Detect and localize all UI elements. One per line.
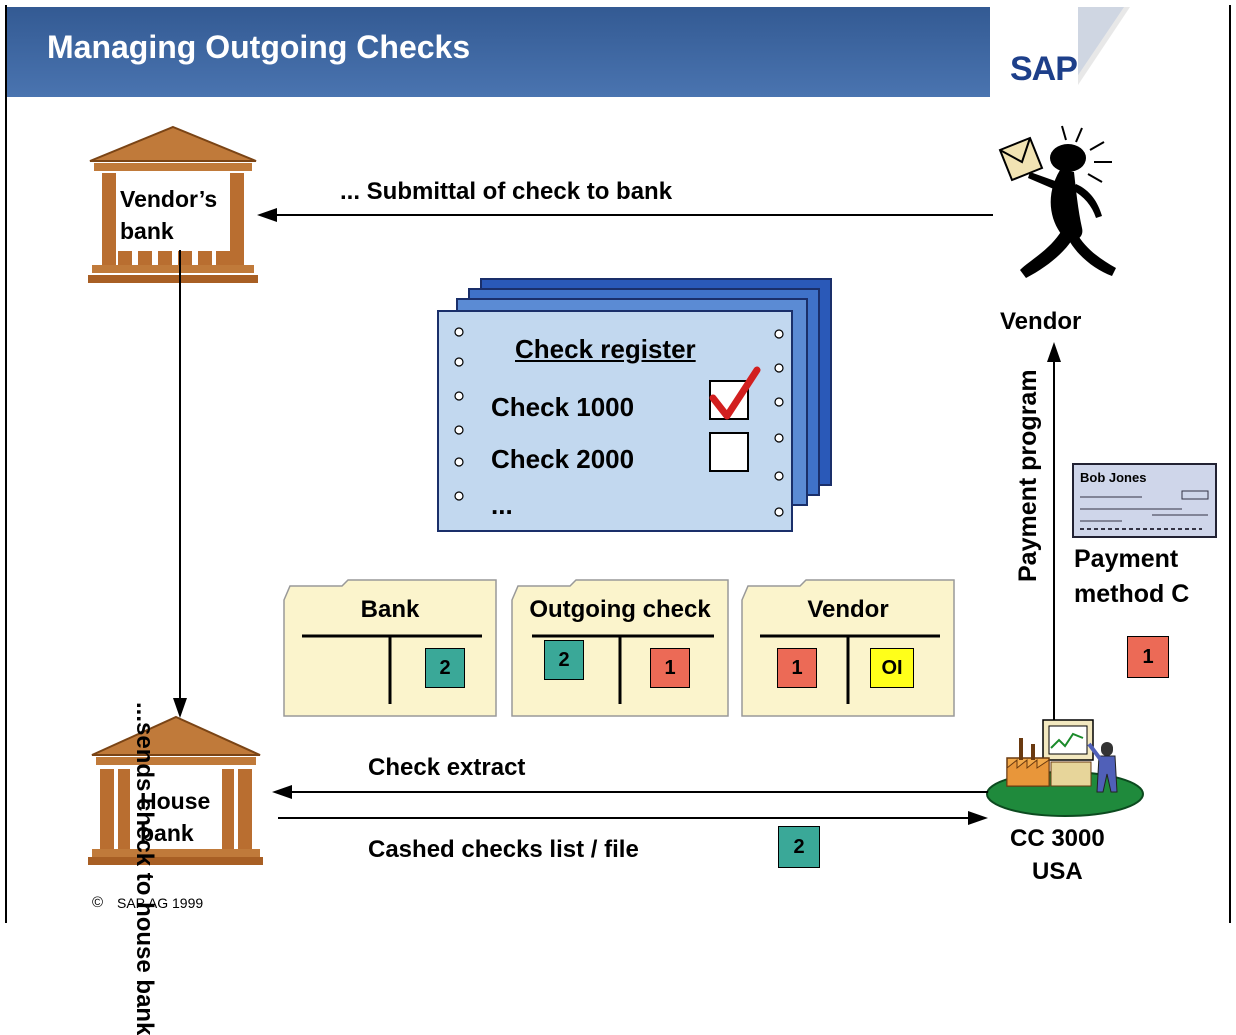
copyright-symbol: © (92, 894, 104, 911)
outgoing-check-title: Outgoing check (529, 596, 711, 623)
payment-program-label: Payment program (1014, 369, 1042, 582)
sap-logo-text: SAP (1010, 50, 1078, 88)
check-extract-label: Check extract (368, 754, 526, 781)
bank-account-right: 2 (425, 648, 465, 688)
payment-method-line2: method C (1074, 580, 1190, 608)
vendor-account-title: Vendor (807, 596, 889, 623)
vendor-account-left: 1 (777, 648, 817, 688)
payment-program-arrow (1047, 342, 1061, 728)
house-bank-label-2: bank (140, 820, 194, 846)
company-code-icon (986, 719, 1144, 817)
register-holes (454, 327, 784, 517)
check-register-sheet: Check register Check 1000 Check 2000 ... (437, 310, 793, 532)
register-checkbox-2[interactable] (709, 432, 749, 472)
register-row-2: Check 2000 (491, 444, 635, 474)
register-row-1: Check 1000 (491, 392, 635, 422)
submittal-label: ... Submittal of check to bank (340, 178, 673, 205)
vendors-bank-icon (88, 125, 258, 283)
company-line2: USA (1032, 858, 1083, 885)
check-image (1072, 463, 1217, 538)
submittal-arrow (257, 208, 993, 222)
sends-check-label: ...sends check to house bank (131, 702, 158, 1035)
page-title: Managing Outgoing Checks (47, 29, 471, 65)
house-bank-icon (88, 715, 263, 865)
header-bar: Managing Outgoing Checks (7, 7, 1077, 97)
payment-method-line1: Payment (1074, 545, 1179, 573)
register-ellipsis: ... (491, 490, 513, 520)
sap-logo (990, 7, 1130, 97)
outgoing-check-right: 1 (650, 648, 690, 688)
check-extract-arrow (272, 785, 988, 799)
vendors-bank-label-2: bank (120, 218, 174, 244)
register-title: Check register (515, 334, 696, 364)
house-bank-label-1: House (140, 788, 211, 814)
vendor-account-right: OI (870, 648, 914, 688)
company-line1: CC 3000 (1010, 825, 1105, 852)
payment-method-step: 1 (1127, 636, 1169, 678)
outgoing-check-left: 2 (544, 640, 584, 680)
slide-frame (5, 5, 1231, 923)
vendor-icon (998, 125, 1116, 278)
cashed-checks-step: 2 (778, 826, 820, 868)
sends-check-arrow (173, 250, 187, 718)
vendors-bank-label-1: Vendor’s (120, 186, 218, 212)
copyright-text: SAP AG 1999 (117, 895, 204, 911)
cashed-checks-label: Cashed checks list / file (368, 836, 639, 863)
checkmark-icon (709, 366, 761, 420)
cashed-checks-arrow (278, 811, 988, 825)
vendor-label: Vendor (1000, 308, 1082, 335)
check-payee: Bob Jones (1080, 470, 1147, 485)
bank-account-title: Bank (360, 596, 420, 623)
